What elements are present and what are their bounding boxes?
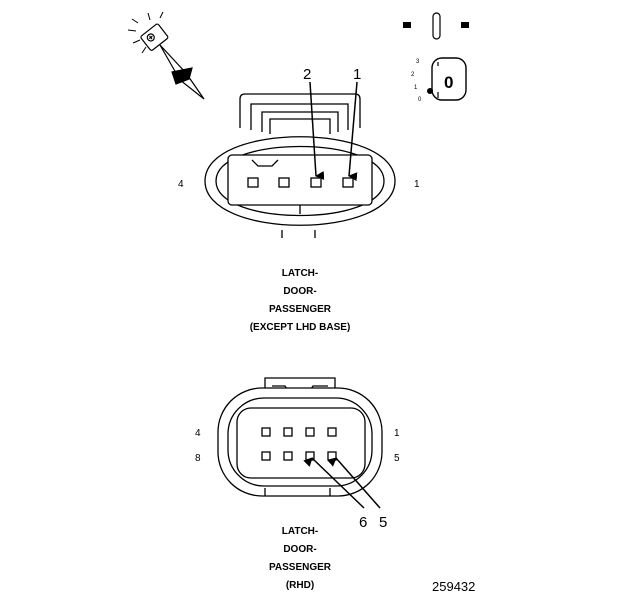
bottom-pin-label-1: 1 bbox=[394, 428, 400, 439]
bottom-connector-caption: LATCH- DOOR- PASSENGER (RHD) bbox=[269, 526, 332, 591]
bottom-pin-label-4: 4 bbox=[195, 428, 201, 439]
bottom-connector bbox=[217, 377, 383, 497]
top-connector bbox=[204, 93, 396, 238]
callout-label-5: 5 bbox=[379, 514, 387, 531]
svg-text:(RHD): (RHD) bbox=[286, 580, 314, 591]
top-connector-caption: LATCH- DOOR- PASSENGER (EXCEPT LHD BASE) bbox=[250, 268, 351, 333]
callout-label-1: 1 bbox=[353, 66, 361, 83]
figure-number: 259432 bbox=[432, 579, 475, 594]
test-probe-icon bbox=[127, 11, 205, 100]
svg-text:(EXCEPT LHD BASE): (EXCEPT LHD BASE) bbox=[250, 322, 351, 333]
svg-text:PASSENGER: PASSENGER bbox=[269, 304, 332, 315]
bottom-pin-label-8: 8 bbox=[195, 453, 201, 464]
callout-label-6: 6 bbox=[359, 514, 367, 531]
ignition-position-3: 3 bbox=[416, 59, 420, 65]
callout-arrow-6 bbox=[303, 457, 365, 509]
top-pin-label-right: 1 bbox=[414, 179, 420, 190]
svg-text:LATCH-: LATCH- bbox=[282, 526, 318, 537]
ignition-position-1: 1 bbox=[414, 85, 418, 91]
callout-arrow-5 bbox=[327, 457, 381, 509]
top-pin-label-left: 4 bbox=[178, 179, 184, 190]
ignition-position-2: 2 bbox=[411, 72, 415, 78]
svg-text:LATCH-: LATCH- bbox=[282, 268, 318, 279]
svg-text:PASSENGER: PASSENGER bbox=[269, 562, 332, 573]
ignition-position-0: 0 bbox=[418, 97, 422, 103]
ignition-key-icon: 3 2 1 0 0 bbox=[403, 12, 469, 103]
bottom-pin-label-5: 5 bbox=[394, 453, 400, 464]
callout-label-2: 2 bbox=[303, 66, 311, 83]
svg-text:DOOR-: DOOR- bbox=[283, 286, 316, 297]
callout-arrow-2 bbox=[309, 81, 325, 180]
ignition-key-label: 0 bbox=[444, 73, 453, 92]
svg-text:DOOR-: DOOR- bbox=[283, 544, 316, 555]
callout-arrow-1 bbox=[348, 81, 358, 182]
